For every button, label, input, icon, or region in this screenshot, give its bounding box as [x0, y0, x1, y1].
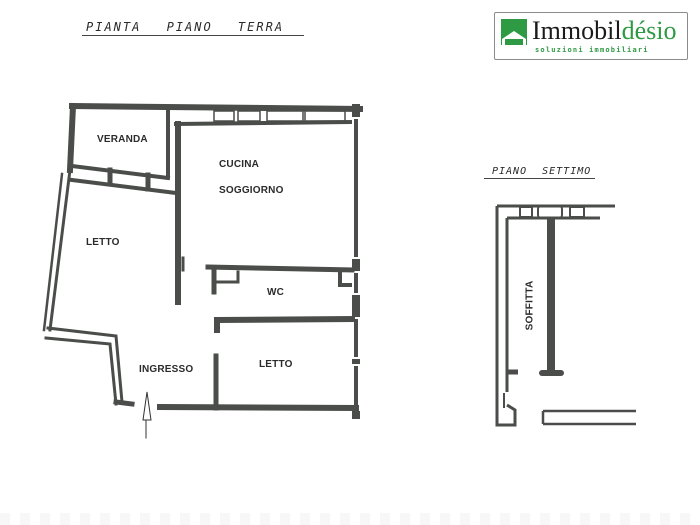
room-label-wc: WC [267, 287, 285, 298]
brand-logo: Immobildésio soluzioni immobiliari [494, 12, 688, 60]
brand-name: Immobildésio [532, 14, 676, 48]
brand-name-primary: Immobil [532, 16, 622, 45]
room-label-veranda: VERANDA [97, 134, 148, 145]
house-roof-icon [501, 19, 527, 45]
room-label-soggiorno: SOGGIORNO [219, 185, 284, 196]
room-label-cucina: CUCINA [219, 159, 260, 170]
seventh-floor-title: PIANO SETTIMO [483, 166, 596, 179]
bottom-scan-artifact [0, 513, 700, 525]
room-label-letto-left: LETTO [86, 237, 120, 248]
room-label-ingresso: INGRESSO [139, 364, 194, 375]
brand-tagline: soluzioni immobiliari [535, 46, 649, 54]
ground-floor-title: PIANTA PIANO TERRA [82, 20, 304, 36]
brand-name-accent: désio [621, 16, 677, 45]
room-label-soffitta: SOFFITTA [524, 280, 536, 331]
ground-floor-plan [42, 102, 364, 439]
seventh-floor-plan [495, 204, 636, 427]
room-label-letto-right: LETTO [259, 359, 293, 370]
